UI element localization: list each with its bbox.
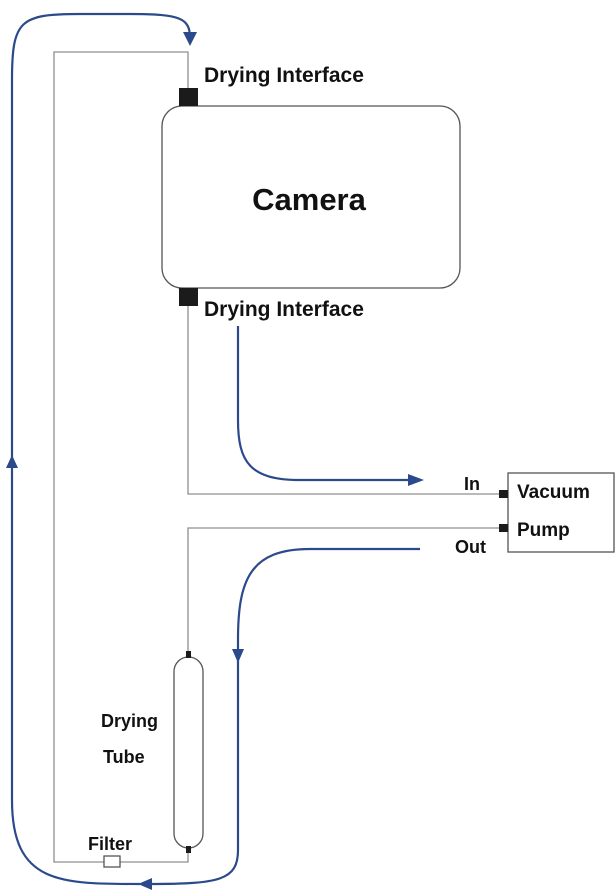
filter-to-tube-pipe bbox=[120, 850, 189, 863]
pump-out-flow-arrowhead-down bbox=[232, 649, 244, 663]
return-flow-arrowhead-top bbox=[183, 32, 197, 46]
camera-box bbox=[161, 105, 461, 289]
pump-label: Pump bbox=[517, 520, 570, 541]
return-flow-arrow bbox=[10, 12, 192, 886]
return-pipe bbox=[53, 51, 189, 863]
pump-in-label: In bbox=[464, 474, 480, 494]
vacuum-pump-box bbox=[507, 472, 615, 553]
drying-interface-top-label: Drying Interface bbox=[204, 64, 364, 87]
drying-interface-bottom-label: Drying Interface bbox=[204, 298, 364, 321]
drying-interface-top-connector bbox=[179, 88, 198, 106]
vacuum-label: Vacuum bbox=[517, 482, 590, 503]
pump-out-to-tube-pipe bbox=[187, 527, 500, 655]
pump-out-connector bbox=[499, 524, 508, 532]
pump-in-connector bbox=[499, 490, 508, 498]
drying-interface-bottom-connector bbox=[179, 288, 198, 306]
flow-arrows bbox=[6, 12, 424, 890]
drying-label: Drying bbox=[101, 711, 158, 731]
drying-tube-top-cap bbox=[186, 651, 191, 658]
drying-tube-bottom-cap bbox=[186, 846, 191, 853]
camera-to-pump-flow-arrowhead bbox=[408, 474, 424, 486]
camera-to-pump-flow-arrow bbox=[236, 326, 408, 482]
camera-to-pump-in-pipe bbox=[187, 306, 500, 495]
filter-label: Filter bbox=[88, 834, 132, 854]
tube-label: Tube bbox=[103, 747, 145, 767]
return-flow-arrowhead-left bbox=[6, 455, 18, 468]
camera-label: Camera bbox=[252, 182, 366, 217]
pump-out-flow-arrow bbox=[149, 547, 420, 886]
drying-tube bbox=[173, 656, 204, 849]
pump-out-flow-arrowhead-left bbox=[138, 878, 152, 890]
pump-out-label: Out bbox=[455, 537, 486, 557]
filter bbox=[103, 855, 121, 868]
pipes bbox=[53, 51, 500, 863]
